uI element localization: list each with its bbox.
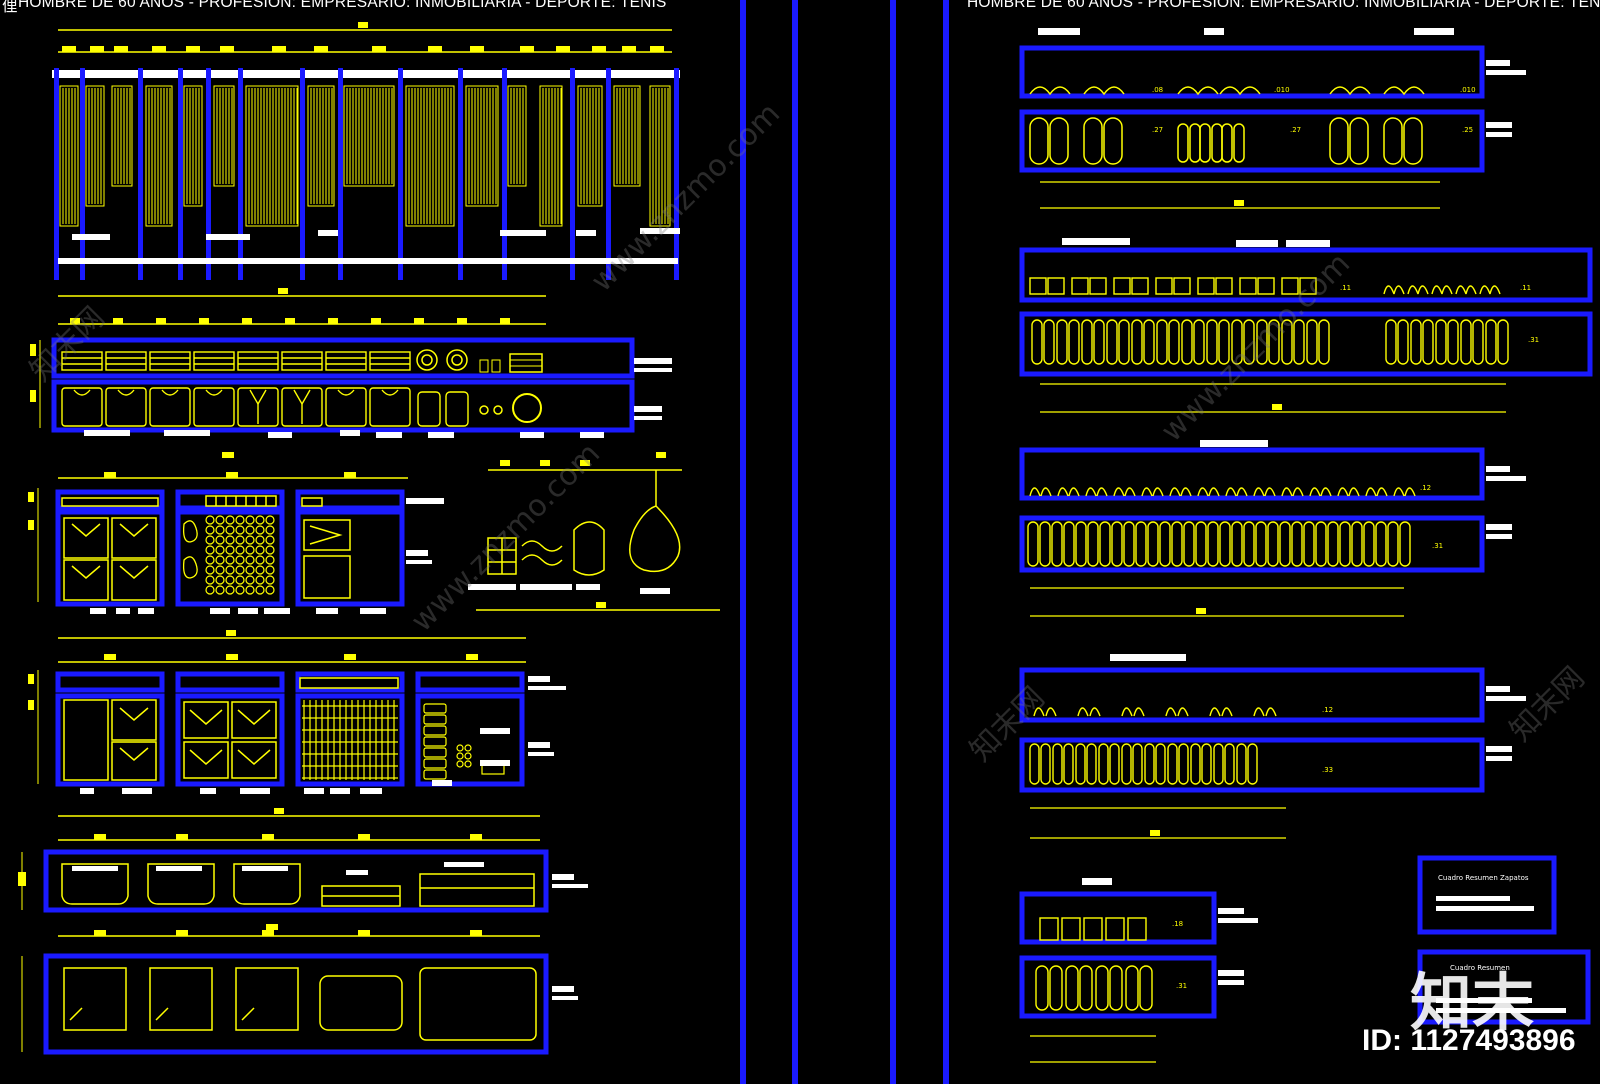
- dim-label: .010: [1460, 86, 1476, 94]
- hanging-garment: [307, 85, 335, 207]
- summary-box-title: Cuadro Resumen Zapatos: [1438, 874, 1529, 882]
- hanging-garment: [245, 85, 299, 227]
- accessory-items: [468, 452, 720, 611]
- hanging-garment: [111, 85, 133, 187]
- dim-label: .27: [1152, 126, 1163, 134]
- hanging-garment: [145, 85, 173, 227]
- hanging-garment: [59, 85, 79, 227]
- folded-clothes-shelf: [30, 318, 672, 438]
- dim-label: .12: [1322, 706, 1333, 714]
- hanging-garment: [465, 85, 499, 207]
- dim-label: .11: [1520, 284, 1531, 292]
- dim-label: .31: [1432, 542, 1443, 550]
- dim-label: .12: [1420, 484, 1431, 492]
- dim-label: .31: [1528, 336, 1539, 344]
- hanging-garment: [405, 85, 455, 227]
- sheet-separators: [740, 0, 949, 1084]
- drawer-units-row-1: [28, 452, 444, 614]
- right-sheet-title: HOMBRE DE 60 AÑOS - PROFESION: EMPRESARI…: [967, 0, 1600, 11]
- image-id-label: ID: 1127493896: [1362, 1024, 1576, 1057]
- dim-label: .08: [1152, 86, 1163, 94]
- dim-label: .18: [1172, 920, 1183, 928]
- dim-label: .11: [1340, 284, 1351, 292]
- shoe-storage-sheet: .08 .010 .010 .27 .27 .25 .11 .11 .31 .1…: [1019, 28, 1593, 1063]
- hanging-clothes-section: [52, 22, 680, 297]
- summary-box-title-2: Cuadro Resumen: [1450, 964, 1510, 972]
- hanging-garment: [213, 85, 235, 187]
- hanging-garment: [649, 85, 671, 227]
- hanging-garment: [507, 85, 527, 187]
- sheet-prefix-glyph: 俚: [2, 0, 18, 15]
- dim-label: .010: [1274, 86, 1290, 94]
- dim-label: .33: [1322, 766, 1333, 774]
- dim-label: .25: [1462, 126, 1473, 134]
- hanging-garment: [85, 85, 105, 207]
- drawer-units-row-2: [28, 630, 566, 794]
- hanging-garment: [539, 85, 563, 227]
- dim-label: .31: [1176, 982, 1187, 990]
- brand-logo: 知末: [1410, 966, 1535, 1039]
- left-sheet-title: HOMBRE DE 60 AÑOS - PROFESION: EMPRESARI…: [18, 0, 667, 11]
- hanging-garment: [613, 85, 641, 187]
- dim-label: .27: [1290, 126, 1301, 134]
- hanging-garment: [183, 85, 203, 207]
- hanging-garment: [577, 85, 603, 207]
- storage-bins-rows: [18, 808, 588, 1055]
- hanging-garment: [343, 85, 395, 187]
